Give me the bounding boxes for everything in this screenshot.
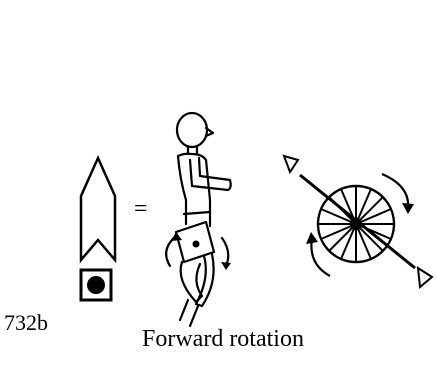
equals-sign: = (134, 196, 148, 222)
axis-end-triangles (282, 154, 434, 289)
figure-arrowheads (171, 232, 231, 270)
hip-dot (192, 240, 200, 248)
wheel-arrowheads (306, 203, 414, 244)
figure-caption: Forward rotation (142, 326, 304, 352)
rotation-sign (79, 268, 113, 302)
rotation-wheel (316, 184, 396, 264)
human-figure (165, 111, 232, 328)
direction-symbol (79, 154, 117, 264)
figure-number-label: 732b (4, 310, 48, 335)
